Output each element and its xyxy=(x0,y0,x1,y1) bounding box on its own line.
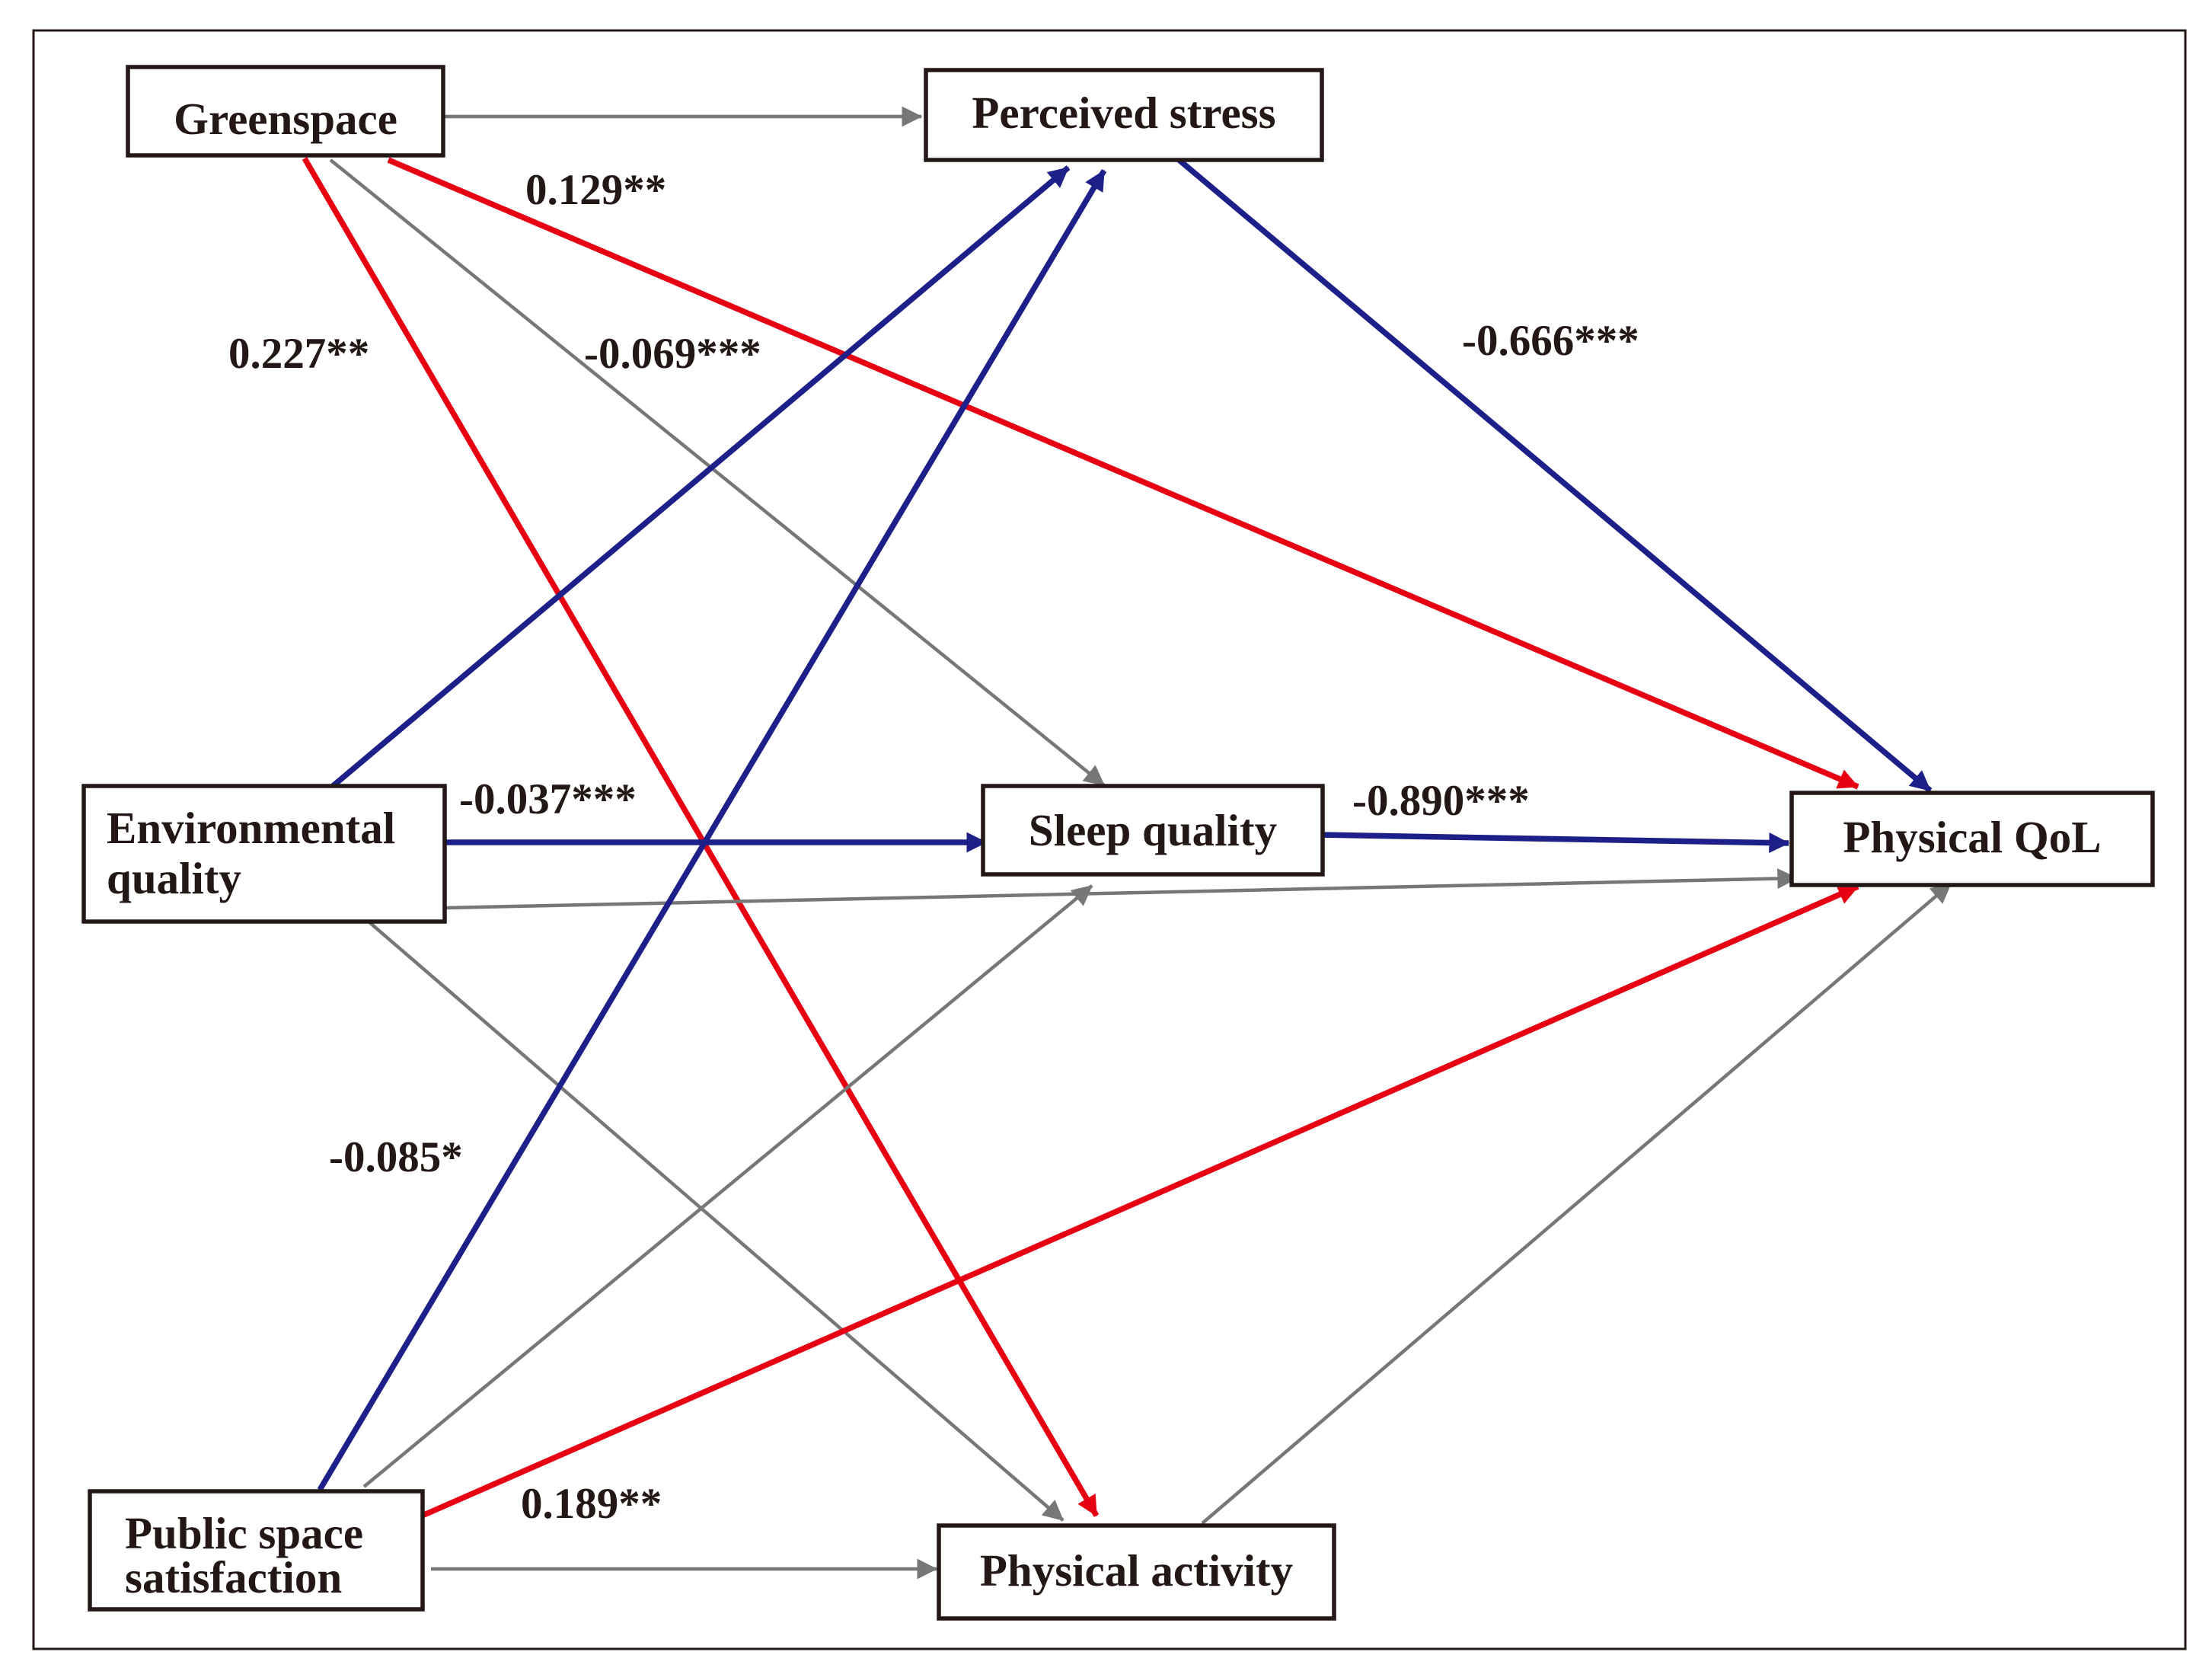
path-arrow-environmental-quality-to-physical-qol xyxy=(445,868,1799,910)
node-physical-qol: Physical QoL xyxy=(1789,791,2155,887)
node-sleep-quality: Sleep quality xyxy=(981,784,1325,877)
coefficient-label-greenspace-to-physical-activity: 0.227** xyxy=(228,330,369,378)
node-label-environmental-quality-line-1: Environmental xyxy=(107,803,395,853)
node-greenspace: Greenspace xyxy=(126,65,445,158)
variable-boxes: Greenspace Perceived stressEnvironmentalq… xyxy=(81,65,2155,1621)
node-box-perceived-stress xyxy=(924,68,1324,162)
path-arrow-environmental-quality-to-physical-activity xyxy=(367,920,1065,1522)
coefficient-label-greenspace-to-physical-qol: 0.129** xyxy=(525,166,666,214)
node-label-public-space-satisfaction-line-1: Public space xyxy=(125,1508,363,1558)
coefficient-label-perceived-stress-to-physical-qol: -0.666*** xyxy=(1462,317,1639,365)
coefficient-label-public-space-satisfaction-to-perceived-stress: -0.085* xyxy=(329,1133,463,1181)
coefficient-labels: 0.129** 0.227** -0.069*** -0.037*** -0.085* 0… xyxy=(228,166,1639,1528)
node-label-environmental-quality-line-2: quality xyxy=(107,853,241,903)
path-arrow-greenspace-to-sleep-quality xyxy=(329,158,1106,787)
node-label-sleep-quality: Sleep quality xyxy=(1029,805,1277,855)
path-arrow-greenspace-to-physical-qol xyxy=(387,157,1859,790)
path-arrow-public-space-satisfaction-to-physical-qol xyxy=(417,883,1859,1520)
coefficient-label-sleep-quality-to-physical-qol: -0.890*** xyxy=(1352,777,1530,825)
path-arrow-environmental-quality-to-perceived-stress xyxy=(325,165,1071,793)
figure-frame xyxy=(32,29,2187,1650)
node-box-public-space-satisfaction xyxy=(88,1489,425,1612)
node-box-sleep-quality xyxy=(981,784,1325,877)
node-box-greenspace xyxy=(126,65,445,158)
path-arrow-physical-activity-to-physical-qol xyxy=(1201,882,1952,1525)
node-box-physical-activity xyxy=(937,1523,1336,1621)
path-arrow-public-space-satisfaction-to-sleep-quality xyxy=(362,884,1093,1488)
node-label-greenspace: Greenspace xyxy=(174,94,397,144)
node-label-physical-qol: Physical QoL xyxy=(1843,812,2101,862)
node-perceived-stress: Perceived stress xyxy=(924,68,1324,162)
path-arrows xyxy=(302,106,1952,1580)
node-physical-activity: Physical activity xyxy=(937,1523,1336,1621)
path-arrow-sleep-quality-to-physical-qol xyxy=(1318,832,1790,854)
node-label-perceived-stress: Perceived stress xyxy=(972,88,1275,138)
node-label-physical-activity: Physical activity xyxy=(980,1545,1293,1596)
node-box-environmental-quality xyxy=(81,784,447,924)
path-arrow-greenspace-to-physical-activity xyxy=(302,157,1100,1517)
node-label-public-space-satisfaction-line-2: satisfaction xyxy=(125,1552,342,1602)
path-arrow-perceived-stress-to-physical-qol xyxy=(1175,156,1933,793)
coefficient-label-environmental-quality-to-sleep-quality: -0.037*** xyxy=(459,775,637,823)
coefficient-label-public-space-satisfaction-to-physical-qol: 0.189** xyxy=(521,1480,662,1528)
path-arrow-public-space-satisfaction-to-perceived-stress xyxy=(317,169,1107,1491)
node-box-physical-qol xyxy=(1789,791,2155,887)
coefficient-label-environmental-quality-to-perceived-stress: -0.069*** xyxy=(584,330,761,378)
